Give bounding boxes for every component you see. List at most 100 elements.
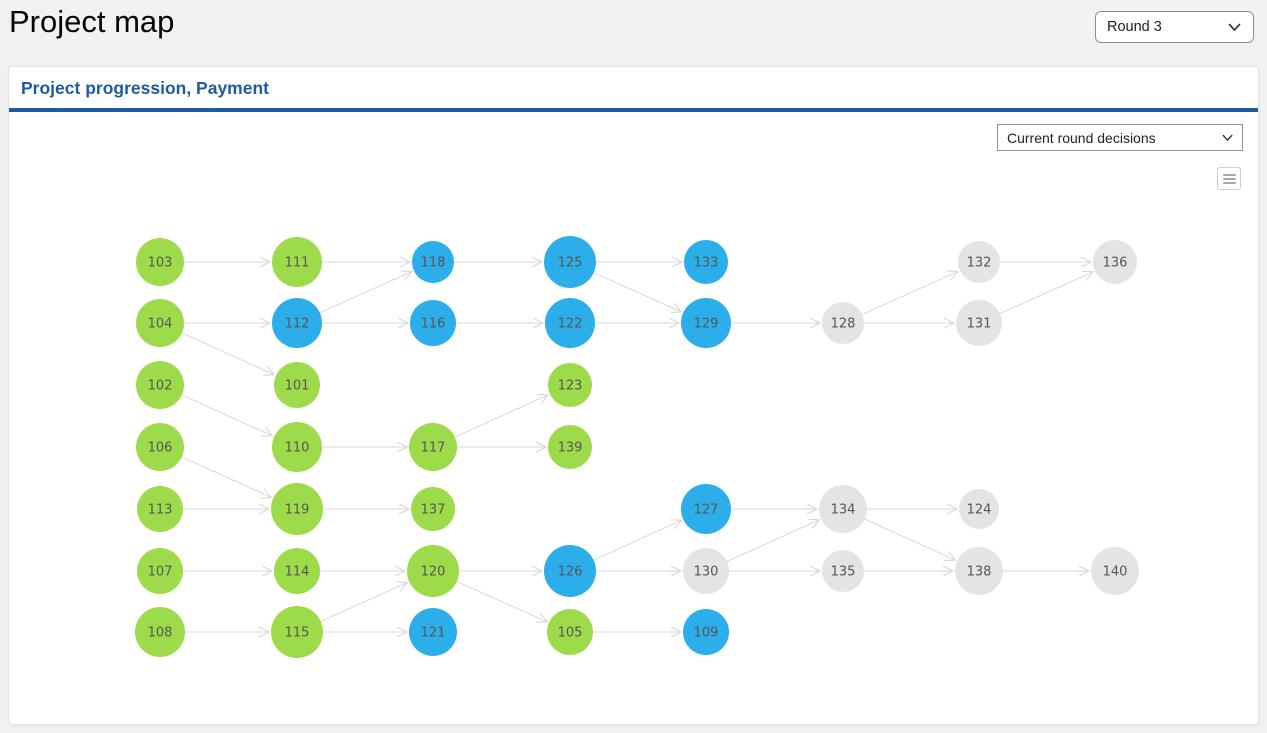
project-node-circle[interactable] (955, 547, 1003, 595)
project-node-111[interactable]: 111 (272, 237, 322, 287)
project-node-118[interactable]: 118 (412, 241, 454, 283)
project-node-circle[interactable] (135, 607, 185, 657)
project-node-136[interactable]: 136 (1093, 240, 1137, 284)
project-node-circle[interactable] (274, 362, 320, 408)
project-node-circle[interactable] (683, 609, 729, 655)
project-node-circle[interactable] (822, 550, 864, 592)
project-node-label: 110 (285, 441, 310, 456)
project-node-124[interactable]: 124 (959, 489, 999, 529)
project-node-127[interactable]: 127 (681, 484, 731, 534)
project-node-circle[interactable] (271, 606, 323, 658)
project-node-114[interactable]: 114 (274, 548, 320, 594)
project-node-circle[interactable] (272, 422, 322, 472)
project-node-122[interactable]: 122 (545, 298, 595, 348)
project-node-140[interactable]: 140 (1091, 547, 1139, 595)
project-node-circle[interactable] (411, 487, 455, 531)
project-node-circle[interactable] (822, 302, 864, 344)
project-node-105[interactable]: 105 (547, 609, 593, 655)
project-node-circle[interactable] (409, 608, 457, 656)
project-node-128[interactable]: 128 (822, 302, 864, 344)
project-node-circle[interactable] (409, 423, 457, 471)
project-node-112[interactable]: 112 (272, 298, 322, 348)
project-node-circle[interactable] (681, 484, 731, 534)
project-node-circle[interactable] (684, 240, 728, 284)
project-node-138[interactable]: 138 (955, 547, 1003, 595)
project-node-label: 133 (694, 256, 719, 271)
project-node-101[interactable]: 101 (274, 362, 320, 408)
project-node-139[interactable]: 139 (548, 425, 592, 469)
project-node-123[interactable]: 123 (548, 363, 592, 407)
project-node-circle[interactable] (272, 298, 322, 348)
project-node-126[interactable]: 126 (544, 545, 596, 597)
project-node-circle[interactable] (547, 609, 593, 655)
project-node-circle[interactable] (819, 485, 867, 533)
project-node-label: 108 (148, 626, 173, 641)
project-node-circle[interactable] (545, 298, 595, 348)
round-selector[interactable]: Round 3 (1095, 11, 1254, 43)
project-node-label: 130 (694, 565, 719, 580)
project-node-circle[interactable] (410, 300, 456, 346)
project-node-label: 135 (831, 565, 856, 580)
project-node-132[interactable]: 132 (958, 241, 1000, 283)
project-node-116[interactable]: 116 (410, 300, 456, 346)
project-node-109[interactable]: 109 (683, 609, 729, 655)
project-node-circle[interactable] (1093, 240, 1137, 284)
graph-edge-130-134 (726, 518, 821, 562)
project-node-circle[interactable] (548, 425, 592, 469)
project-node-135[interactable]: 135 (822, 550, 864, 592)
project-node-circle[interactable] (272, 237, 322, 287)
project-node-130[interactable]: 130 (683, 548, 729, 594)
project-node-label: 131 (967, 317, 992, 332)
project-node-115[interactable]: 115 (271, 606, 323, 658)
project-node-circle[interactable] (544, 236, 596, 288)
project-node-circle[interactable] (959, 489, 999, 529)
project-node-circle[interactable] (544, 545, 596, 597)
project-node-circle[interactable] (958, 241, 1000, 283)
project-node-137[interactable]: 137 (411, 487, 455, 531)
graph-edge-112-118 (319, 270, 414, 314)
project-node-113[interactable]: 113 (137, 486, 183, 532)
project-node-125[interactable]: 125 (544, 236, 596, 288)
project-node-circle[interactable] (274, 548, 320, 594)
project-node-104[interactable]: 104 (136, 299, 184, 347)
project-node-circle[interactable] (136, 238, 184, 286)
project-node-circle[interactable] (136, 423, 184, 471)
project-node-134[interactable]: 134 (819, 485, 867, 533)
project-node-107[interactable]: 107 (137, 548, 183, 594)
project-node-label: 132 (967, 256, 992, 271)
project-node-circle[interactable] (683, 548, 729, 594)
chevron-down-icon (1228, 23, 1241, 31)
project-node-circle[interactable] (956, 300, 1002, 346)
project-node-117[interactable]: 117 (409, 423, 457, 471)
project-node-circle[interactable] (407, 545, 459, 597)
project-node-label: 102 (148, 379, 173, 394)
project-node-circle[interactable] (136, 299, 184, 347)
project-node-label: 116 (421, 317, 446, 332)
project-node-102[interactable]: 102 (136, 361, 184, 409)
project-node-108[interactable]: 108 (135, 607, 185, 657)
project-node-circle[interactable] (137, 548, 183, 594)
project-node-circle[interactable] (1091, 547, 1139, 595)
project-node-circle[interactable] (271, 483, 323, 535)
view-selector[interactable]: Current round decisions (997, 124, 1243, 151)
project-node-110[interactable]: 110 (272, 422, 322, 472)
project-node-circle[interactable] (136, 361, 184, 409)
project-node-129[interactable]: 129 (681, 298, 731, 348)
graph-edge-120-105 (456, 581, 549, 623)
project-node-label: 122 (558, 317, 583, 332)
chart-menu-button[interactable] (1217, 167, 1241, 190)
project-node-121[interactable]: 121 (409, 608, 457, 656)
project-node-119[interactable]: 119 (271, 483, 323, 535)
project-node-106[interactable]: 106 (136, 423, 184, 471)
project-node-circle[interactable] (548, 363, 592, 407)
project-node-133[interactable]: 133 (684, 240, 728, 284)
project-node-circle[interactable] (681, 298, 731, 348)
project-node-103[interactable]: 103 (136, 238, 184, 286)
chevron-down-icon (1222, 134, 1233, 141)
project-node-circle[interactable] (137, 486, 183, 532)
project-node-131[interactable]: 131 (956, 300, 1002, 346)
panel-title: Project progression, Payment (9, 67, 1258, 112)
project-node-circle[interactable] (412, 241, 454, 283)
graph-edge-125-129 (593, 272, 683, 314)
project-node-120[interactable]: 120 (407, 545, 459, 597)
